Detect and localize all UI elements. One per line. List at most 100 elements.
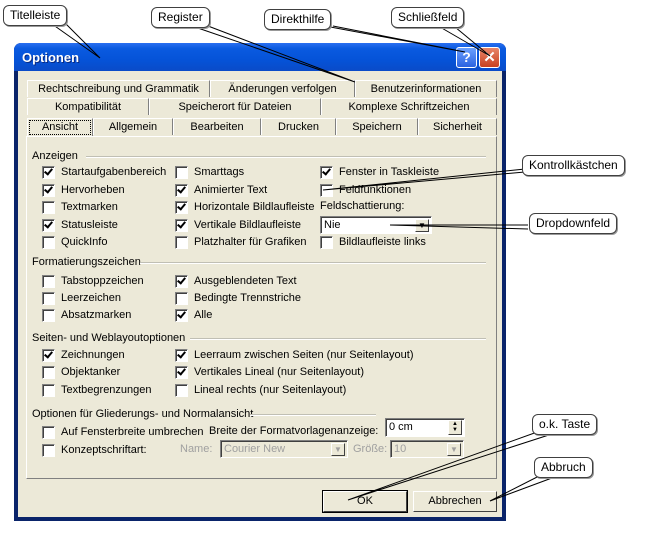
tab-allgemein[interactable]: Allgemein [93,118,173,135]
checkbox-label: Zeichnungen [61,349,125,361]
checkbox-box[interactable] [42,218,55,232]
checkbox-box[interactable] [320,183,333,197]
checkbox-vertikales-lineal[interactable]: Vertikales Lineal (nur Seitenlayout) [175,365,364,379]
callout-titelleiste: Titelleiste [3,5,68,26]
callout-abbruch: Abbruch [534,457,593,478]
checkbox-vertikale-bildlaufleiste[interactable]: Vertikale Bildlaufleiste [175,218,301,232]
checkbox-box[interactable] [175,274,188,288]
checkbox-box[interactable] [175,218,188,232]
window-title: Optionen [22,50,80,65]
tab-benutzerinformationen[interactable]: Benutzerinformationen [355,80,497,97]
checkbox-objektanker[interactable]: Objektanker [42,365,120,379]
checkbox-label: Platzhalter für Grafiken [194,236,307,248]
checkbox-box[interactable] [320,235,333,249]
checkbox-box[interactable] [42,383,55,397]
feldschattierung-dropdown[interactable]: Nie▼ [320,216,432,234]
checkbox-box[interactable] [42,291,55,305]
dropdown-value: 10 [394,443,407,455]
tab-drucken[interactable]: Drucken [261,118,336,135]
checkbox-zeichnungen[interactable]: Zeichnungen [42,348,125,362]
spin-arrows-icon[interactable]: ▲▼ [448,420,462,435]
callout-dropdownfeld: Dropdownfeld [529,213,618,234]
checkbox-startaufgabenbereich[interactable]: Startaufgabenbereich [42,165,166,179]
checkbox-box[interactable] [175,183,188,197]
chevron-down-icon[interactable]: ▼ [331,443,345,456]
chevron-down-icon[interactable]: ▼ [415,219,429,232]
checkbox-platzhalter-grafiken[interactable]: Platzhalter für Grafiken [175,235,307,249]
checkbox-box[interactable] [42,165,55,179]
checkbox-animierter-text[interactable]: Animierter Text [175,183,267,197]
checkbox-smarttags[interactable]: Smarttags [175,165,244,179]
checkbox-box[interactable] [42,365,55,379]
checkbox-bedingte-trennstriche[interactable]: Bedingte Trennstriche [175,291,301,305]
callout-ok-taste: o.k. Taste [532,414,598,435]
checkbox-box[interactable] [42,443,55,457]
checkbox-label: Leerzeichen [61,292,121,304]
help-button[interactable]: ? [456,47,477,68]
checkbox-leerzeichen[interactable]: Leerzeichen [42,291,121,305]
checkbox-fensterbreite-umbrechen[interactable]: Auf Fensterbreite umbrechen [42,425,203,439]
tab-kompatibilitaet[interactable]: Kompatibilität [27,98,149,115]
callout-schliessfeld: Schließfeld [391,7,465,28]
checkbox-box[interactable] [175,200,188,214]
checkbox-horizontale-bildlaufleiste[interactable]: Horizontale Bildlaufleiste [175,200,314,214]
checkbox-box[interactable] [320,165,333,179]
checkbox-box[interactable] [42,200,55,214]
checkbox-tabstoppzeichen[interactable]: Tabstoppzeichen [42,274,144,288]
name-label: Name: [180,443,213,455]
checkbox-label: Leerraum zwischen Seiten (nur Seitenlayo… [194,349,414,361]
checkbox-box[interactable] [175,365,188,379]
checkbox-textbegrenzungen[interactable]: Textbegrenzungen [42,383,152,397]
checkbox-leerraum-zwischen-seiten[interactable]: Leerraum zwischen Seiten (nur Seitenlayo… [175,348,414,362]
checkbox-label: Fenster in Taskleiste [339,166,440,178]
checkbox-feldfunktionen[interactable]: Feldfunktionen [320,183,411,197]
checkbox-box[interactable] [42,348,55,362]
close-button[interactable]: ✕ [479,47,500,68]
checkbox-label: Absatzmarken [61,309,132,321]
checkbox-label: Lineal rechts (nur Seitenlayout) [194,384,347,396]
checkbox-box[interactable] [175,235,188,249]
tab-komplexe-schriftzeichen[interactable]: Komplexe Schriftzeichen [321,98,497,115]
group-title-gliederung: Optionen für Gliederungs- und Normalansi… [32,408,254,420]
checkbox-textmarken[interactable]: Textmarken [42,200,118,214]
title-bar[interactable] [14,43,506,71]
checkbox-ausgeblendeten-text[interactable]: Ausgeblendeten Text [175,274,297,288]
checkbox-box[interactable] [175,348,188,362]
checkbox-statusleiste[interactable]: Statusleiste [42,218,118,232]
tab-ansicht[interactable]: Ansicht [27,118,93,137]
checkbox-box[interactable] [42,308,55,322]
ok-button[interactable]: OK [322,490,408,513]
checkbox-box[interactable] [175,291,188,305]
checkbox-label: Horizontale Bildlaufleiste [194,201,315,213]
checkbox-label: Hervorheben [61,184,125,196]
font-size-dropdown[interactable]: 10 ▼ [390,440,464,458]
checkbox-hervorheben[interactable]: Hervorheben [42,183,125,197]
formatvorlagenanzeige-spinner[interactable]: 0 cm ▲▼ [385,418,465,437]
checkbox-fenster-in-taskleiste[interactable]: Fenster in Taskleiste [320,165,439,179]
checkbox-box[interactable] [42,183,55,197]
checkbox-box[interactable] [42,235,55,249]
checkbox-alle[interactable]: Alle [175,308,212,322]
chevron-down-icon[interactable]: ▼ [447,443,461,456]
tab-bearbeiten[interactable]: Bearbeiten [173,118,261,135]
tab-rechtschreibung[interactable]: Rechtschreibung und Grammatik [27,80,210,97]
font-name-dropdown[interactable]: Courier New▼ [220,440,348,458]
checkbox-quickinfo[interactable]: QuickInfo [42,235,107,249]
checkbox-label: Bedingte Trennstriche [194,292,302,304]
checkbox-konzeptschriftart[interactable]: Konzeptschriftart: [42,443,147,457]
checkbox-box[interactable] [175,308,188,322]
formatvorlagenanzeige-label: Breite der Formatvorlagenanzeige: [209,425,379,437]
tab-speicherort[interactable]: Speicherort für Dateien [149,98,321,115]
checkbox-box[interactable] [175,165,188,179]
checkbox-label: Startaufgabenbereich [61,166,167,178]
checkbox-box[interactable] [175,383,188,397]
checkbox-box[interactable] [42,425,55,439]
tab-speichern[interactable]: Speichern [336,118,418,135]
checkbox-box[interactable] [42,274,55,288]
tab-aenderungen[interactable]: Änderungen verfolgen [210,80,355,97]
tab-sicherheit[interactable]: Sicherheit [418,118,497,135]
cancel-button[interactable]: Abbrechen [413,491,497,512]
checkbox-bildlaufleiste-links[interactable]: Bildlaufleiste links [320,235,426,249]
checkbox-absatzmarken[interactable]: Absatzmarken [42,308,131,322]
checkbox-lineal-rechts[interactable]: Lineal rechts (nur Seitenlayout) [175,383,346,397]
